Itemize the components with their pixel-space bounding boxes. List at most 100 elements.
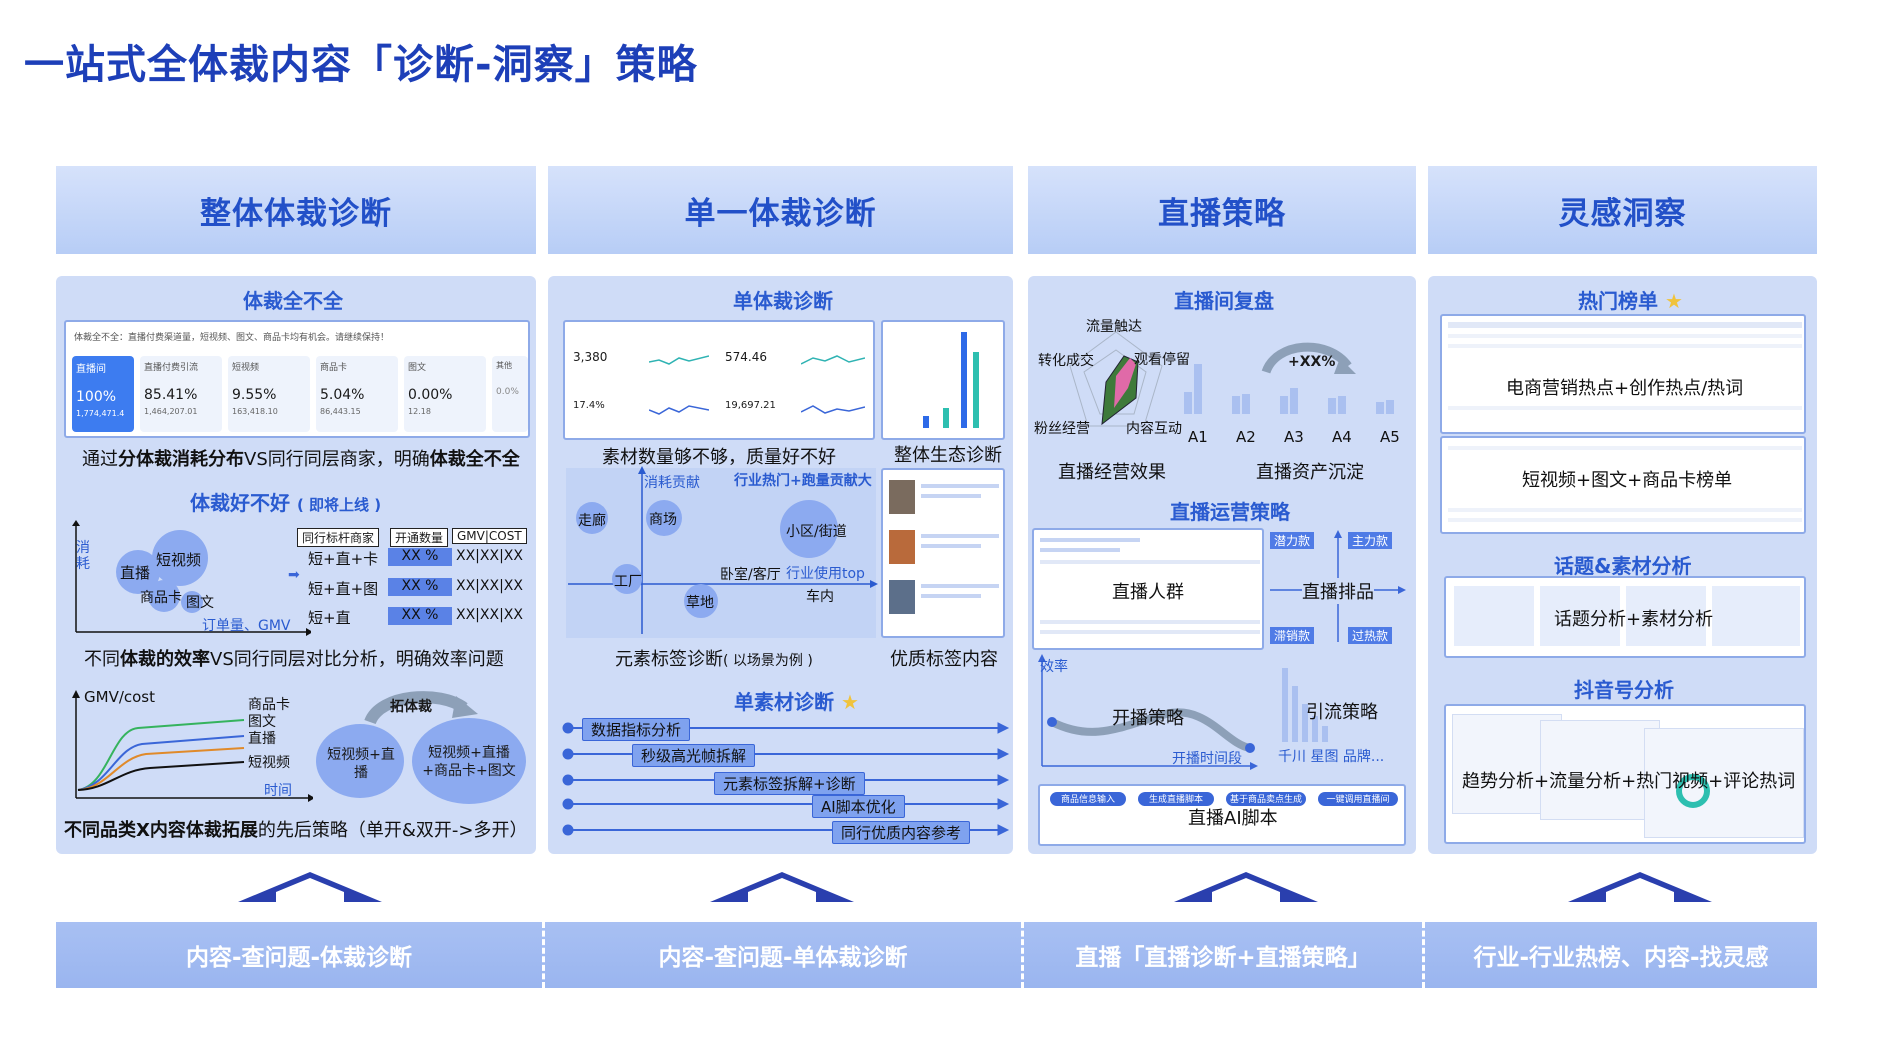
text-line [1448, 322, 1802, 328]
metric-card-label: 直播付费引流 [144, 363, 199, 373]
column-header-overall: 整体体裁诊断 [56, 166, 536, 254]
divider [1021, 922, 1024, 988]
radar-label: 转化成交 [1038, 353, 1094, 369]
topic-analysis-label: 话题分析+素材分析 [1554, 609, 1714, 630]
quadrant-center-label: 直播排品 [1302, 578, 1374, 604]
metric-card: 其他 0.0% [492, 356, 528, 432]
bubble-label: 直播 [120, 564, 151, 582]
metric-card-note: 12.18 [408, 407, 431, 416]
caption-material-quality: 素材数量够不够，质量好不好 [602, 447, 836, 468]
text-line [1448, 446, 1802, 450]
traffic-label: 引流策略 [1306, 702, 1378, 723]
traffic-sub: 千川 星图 品牌... [1278, 749, 1385, 765]
step-peer-reference: 同行优质内容参考 [832, 821, 971, 844]
expand-label: 拓体裁 [390, 699, 432, 715]
metric-card: 短视频 9.55% 163,418.10 [228, 356, 310, 432]
thumbnail [889, 580, 915, 614]
metric-card-label: 直播间 [76, 364, 106, 375]
quality-tag-list [881, 468, 1005, 638]
donut-chart [1676, 774, 1710, 808]
bubble-after [412, 718, 526, 804]
bar-category: A3 [1284, 428, 1304, 446]
ai-script-label: 直播AI脚本 [1188, 808, 1278, 829]
table-cell-value: XX|XX|XX [456, 548, 523, 564]
quadrant-label: 主力款 [1348, 532, 1393, 549]
step-ai-script: AI脚本优化 [812, 795, 905, 818]
expand-arrow-icon [364, 691, 478, 725]
ranking-label: 短视频+图文+商品卡榜单 [1522, 470, 1733, 491]
caption-element-tags: 元素标签诊断( 以场景为例 ) [615, 645, 813, 671]
sparkline [801, 355, 865, 365]
line-short-video [77, 761, 245, 791]
metric-card-note: 86,443.15 [320, 407, 361, 416]
column-header-label: 整体体裁诊断 [200, 195, 392, 232]
bottom-label: 内容-查问题-体裁诊断 [185, 945, 413, 971]
quadrant-label: 过热款 [1348, 627, 1393, 644]
bubble-image-text [181, 591, 203, 613]
eco-bar [923, 416, 929, 428]
table-header: GMV|COST [452, 528, 527, 544]
text-line [1040, 630, 1260, 634]
account-analysis-screenshot [1444, 704, 1806, 844]
caption-live-assets: 直播资产沉淀 [1256, 462, 1364, 483]
text-line [1448, 508, 1802, 512]
caption-bold: 分体裁消耗分布 [118, 449, 244, 470]
genre-distribution-screenshot: 体裁全不全：直播付费渠道量，短视频、图文、商品卡均有机会。请继续保持！ 直播间 … [64, 320, 530, 438]
growth-label: +XX% [1288, 354, 1336, 370]
flow-step: 基于商品卖点生成 [1226, 792, 1306, 806]
flow-step: 生成直播脚本 [1138, 792, 1214, 806]
ai-script-flow: 商品信息输入 生成直播脚本 基于商品卖点生成 一键调用直播间 [1038, 784, 1406, 846]
thumbnail-grid [1540, 586, 1620, 646]
sparkline [649, 405, 709, 415]
thumbnail [889, 480, 915, 514]
tag-bubble [612, 564, 642, 594]
screenshot-notice: 体裁全不全：直播付费渠道量，短视频、图文、商品卡均有机会。请继续保持！ [74, 333, 390, 343]
section-title-account-analysis: 抖音号分析 [1574, 678, 1674, 702]
up-arrow-icon [710, 872, 854, 902]
tag-bubble-label: 卧室/客厅 [720, 567, 781, 583]
metric-card-value: 9.55% [232, 387, 277, 403]
text-line [1040, 538, 1140, 542]
radar-label: 流量触达 [1086, 319, 1142, 335]
quadrant-label: 潜力款 [1270, 532, 1315, 549]
sparkline [649, 355, 709, 365]
tag-bubble-label: 车内 [806, 589, 834, 605]
panel-card [1644, 728, 1804, 838]
bubble-chart-xlabel: 订单量、GMV [202, 618, 291, 634]
tag-map-legend: 行业热门+跑量贡献大 [734, 473, 872, 489]
tag-bubble-label: 草地 [686, 595, 714, 611]
tag-bubble-label: 小区/街道 [786, 524, 847, 540]
bar-category: A1 [1188, 428, 1208, 446]
column-header-label: 直播策略 [1158, 195, 1286, 232]
bubble-after-label: 短视频+直播+商品卡+图文 [422, 745, 516, 779]
caption-text: 的先后策略（单开&双开->多开） [257, 820, 528, 841]
growth-legend: 商品卡 [248, 697, 290, 713]
bar-category: A4 [1332, 428, 1352, 446]
thumbnail-grid [1712, 586, 1800, 646]
caption-quality-tags: 优质标签内容 [890, 649, 998, 670]
text-line [1040, 620, 1260, 624]
bubble-label: 短视频 [156, 551, 202, 569]
tag-bubble [780, 500, 838, 558]
text-line [921, 544, 981, 548]
metric-card: 商品卡 5.04% 86,443.15 [316, 356, 398, 432]
step-data-metrics: 数据指标分析 [582, 718, 691, 741]
curve-label: 开播策略 [1112, 708, 1184, 729]
tag-map-ylabel: 消耗贡献 [644, 475, 700, 491]
column-header-label: 灵感洞察 [1558, 195, 1687, 232]
section-title-text: 热门榜单 [1578, 289, 1658, 313]
growth-legend: 图文 [248, 714, 276, 730]
caption-note: ( 以场景为例 ) [723, 653, 813, 669]
divider [542, 922, 545, 988]
thumbnail-grid [1454, 586, 1534, 646]
caption-text: VS同行同层商家，明确 [244, 449, 430, 470]
table-cell-combo: 短+直+卡 [308, 550, 379, 568]
table-cell-pct: XX % [388, 607, 452, 625]
caption-live-effect: 直播经营效果 [1058, 462, 1166, 483]
column-header-live: 直播策略 [1028, 166, 1416, 254]
section-title-live-ops: 直播运营策略 [1170, 500, 1290, 524]
live-crowd-screenshot [1032, 528, 1264, 650]
text-line [921, 584, 999, 588]
bottom-label: 内容-查问题-单体裁诊断 [658, 945, 908, 971]
eco-bar [943, 408, 949, 428]
